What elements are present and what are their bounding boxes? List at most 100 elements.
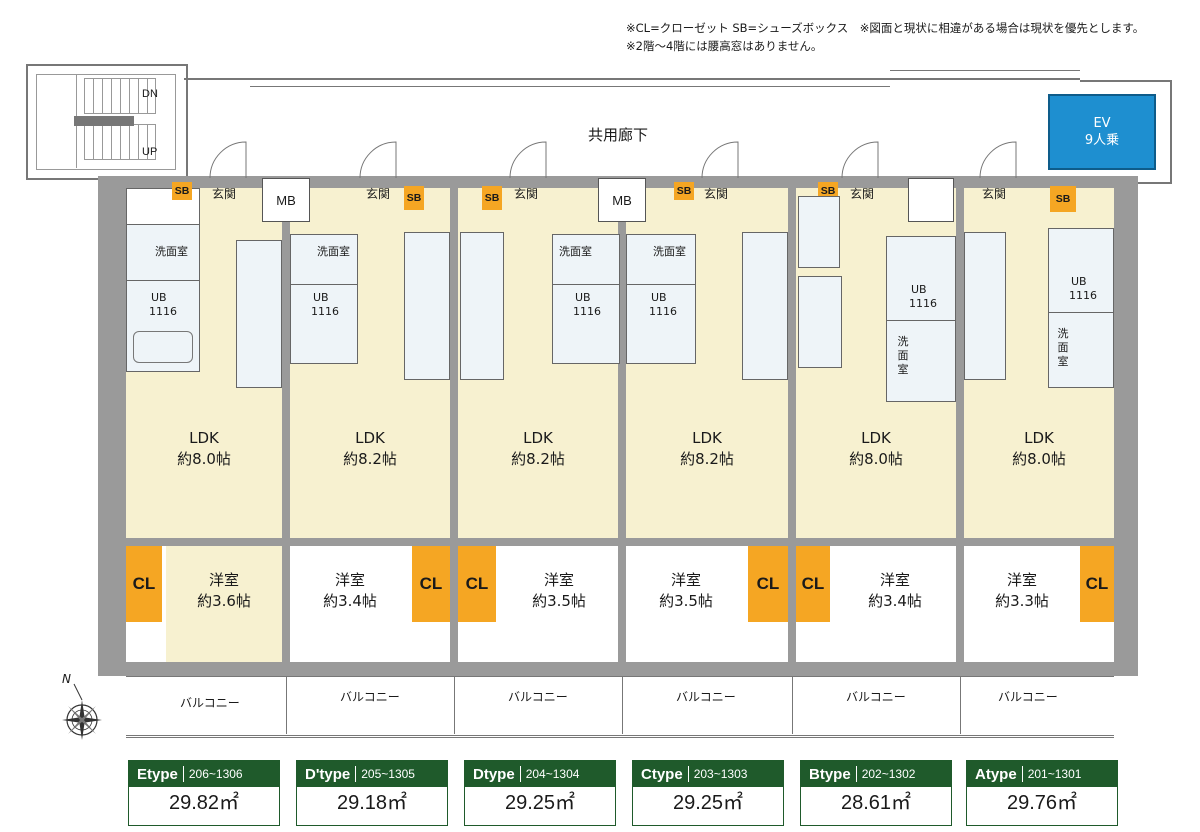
unit-a-room: 洋室 xyxy=(1006,571,1037,589)
unit-e-room-size: 約3.6帖 xyxy=(197,592,251,610)
type-e-letter: E xyxy=(137,765,148,783)
unit-d-ub-size: 1116 xyxy=(573,305,601,318)
type-dprime-area: 29.18㎡ xyxy=(336,792,408,814)
type-b-suffix: type xyxy=(819,765,851,783)
type-e-suffix: type xyxy=(147,765,178,783)
type-e-area: 29.82㎡ xyxy=(168,792,240,814)
unit-dprime-genkan: 玄関 xyxy=(366,187,391,201)
unit-b-wash: 洗面室 xyxy=(897,335,909,376)
unit-c-sb: SB xyxy=(674,182,694,200)
unit-b-cl: CL xyxy=(796,546,830,622)
note-line-2: ※2階～4階には腰高窓はありません。 xyxy=(626,39,823,53)
unit-d-cl: CL xyxy=(458,546,496,622)
unit-e-genkan: 玄関 xyxy=(212,187,237,201)
unit-b-mb xyxy=(908,178,954,222)
unit-c-room: 洋室 xyxy=(670,571,701,589)
unit-dprime-cl: CL xyxy=(412,546,450,622)
unit-a-balcony: バルコニー xyxy=(998,690,1058,704)
type-box-dprime: D'type 205~1305 29.18㎡ xyxy=(296,760,448,826)
type-b-letter: B xyxy=(809,765,820,783)
stairs-up-label: UP xyxy=(142,146,158,158)
unit-e-wash: 洗面室 xyxy=(155,245,188,258)
unit-c-ldk: LDK xyxy=(692,429,722,447)
note-line-1: ※CL=クローゼット SB=シューズボックス ※図面と現状に相違がある場合は現状… xyxy=(626,21,1145,35)
type-b-range: 202~1302 xyxy=(861,767,916,781)
unit-b-balcony: バルコニー xyxy=(846,690,906,704)
unit-b-room-size: 約3.4帖 xyxy=(868,592,922,610)
unit-a-cl: CL xyxy=(1080,546,1114,622)
unit-b-ub: UB xyxy=(911,283,927,296)
unit-dprime-ub-size: 1116 xyxy=(311,305,339,318)
door-swings xyxy=(209,141,1017,179)
unit-d-sb: SB xyxy=(482,186,502,210)
type-a-suffix: type xyxy=(985,765,1017,783)
unit-c-genkan: 玄関 xyxy=(704,187,729,201)
type-d-letter: D xyxy=(473,765,484,783)
unit-b-ub-size: 1116 xyxy=(909,297,937,310)
elevator: EV 9人乗 xyxy=(1048,94,1156,170)
unit-a-wash: 洗面室 xyxy=(1057,327,1069,368)
unit-e-room: 洋室 xyxy=(208,571,239,589)
unit-dprime-room-size: 約3.4帖 xyxy=(323,592,377,610)
stairwell: DN UP xyxy=(26,64,188,180)
unit-a-room-size: 約3.3帖 xyxy=(995,592,1049,610)
unit-e-ldk-size: 約8.0帖 xyxy=(177,450,231,468)
unit-c-ldk-size: 約8.2帖 xyxy=(680,450,734,468)
unit-dprime-balcony: バルコニー xyxy=(340,690,400,704)
type-b-area: 28.61㎡ xyxy=(840,792,912,814)
unit-dprime-ldk-size: 約8.2帖 xyxy=(343,450,397,468)
unit-b-ldk: LDK xyxy=(861,429,891,447)
unit-dprime-wash: 洗面室 xyxy=(317,245,350,258)
type-c-letter: C xyxy=(641,765,652,783)
unit-a-genkan: 玄関 xyxy=(982,187,1007,201)
unit-b-sb: SB xyxy=(818,182,838,200)
compass-n-label: N xyxy=(62,672,71,686)
unit-b-ldk-size: 約8.0帖 xyxy=(849,450,903,468)
unit-e-sb: SB xyxy=(172,182,192,200)
type-dprime-suffix: type xyxy=(319,765,351,783)
unit-e-balcony: バルコニー xyxy=(180,696,240,710)
unit-a-ldk: LDK xyxy=(1024,429,1054,447)
unit-a-ldk-size: 約8.0帖 xyxy=(1012,450,1066,468)
unit-c-ub: UB xyxy=(651,291,667,304)
type-dprime-letter: D' xyxy=(305,765,320,783)
unit-d-ub: UB xyxy=(575,291,591,304)
unit-d-room-size: 約3.5帖 xyxy=(532,592,586,610)
type-d-suffix: type xyxy=(483,765,515,783)
type-dprime-range: 205~1305 xyxy=(361,767,415,781)
stairs-dn-label: DN xyxy=(142,88,158,100)
unit-d-room: 洋室 xyxy=(543,571,574,589)
unit-a-ub-size: 1116 xyxy=(1069,289,1097,302)
unit-e-ldk: LDK xyxy=(189,429,219,447)
unit-c-balcony: バルコニー xyxy=(676,690,736,704)
corridor-outline xyxy=(184,78,1080,106)
balcony xyxy=(126,676,1114,738)
unit-dprime-room: 洋室 xyxy=(334,571,365,589)
unit-c-cl: CL xyxy=(748,546,788,622)
unit-e-ub-size: 1116 xyxy=(149,305,177,318)
unit-dprime-ub: UB xyxy=(313,291,329,304)
type-d-area: 29.25㎡ xyxy=(504,792,576,814)
ev-label: EV xyxy=(1093,116,1111,131)
unit-d-genkan: 玄関 xyxy=(514,187,539,201)
type-c-range: 203~1303 xyxy=(693,767,748,781)
unit-d-wash: 洗面室 xyxy=(559,245,592,258)
type-a-area: 29.76㎡ xyxy=(1006,792,1078,814)
unit-d-ldk-size: 約8.2帖 xyxy=(511,450,565,468)
unit-d-ldk: LDK xyxy=(523,429,553,447)
type-a-letter: A xyxy=(975,765,986,783)
unit-dprime-mb: MB xyxy=(262,178,310,222)
type-c-suffix: type xyxy=(651,765,683,783)
compass-icon xyxy=(62,683,102,740)
unit-c-mb: MB xyxy=(598,178,646,222)
ev-capacity: 9人乗 xyxy=(1084,133,1120,148)
type-e-range: 206~1306 xyxy=(188,767,243,781)
unit-c-room-size: 約3.5帖 xyxy=(659,592,713,610)
unit-c-wash: 洗面室 xyxy=(653,245,686,258)
unit-a-ub: UB xyxy=(1071,275,1087,288)
